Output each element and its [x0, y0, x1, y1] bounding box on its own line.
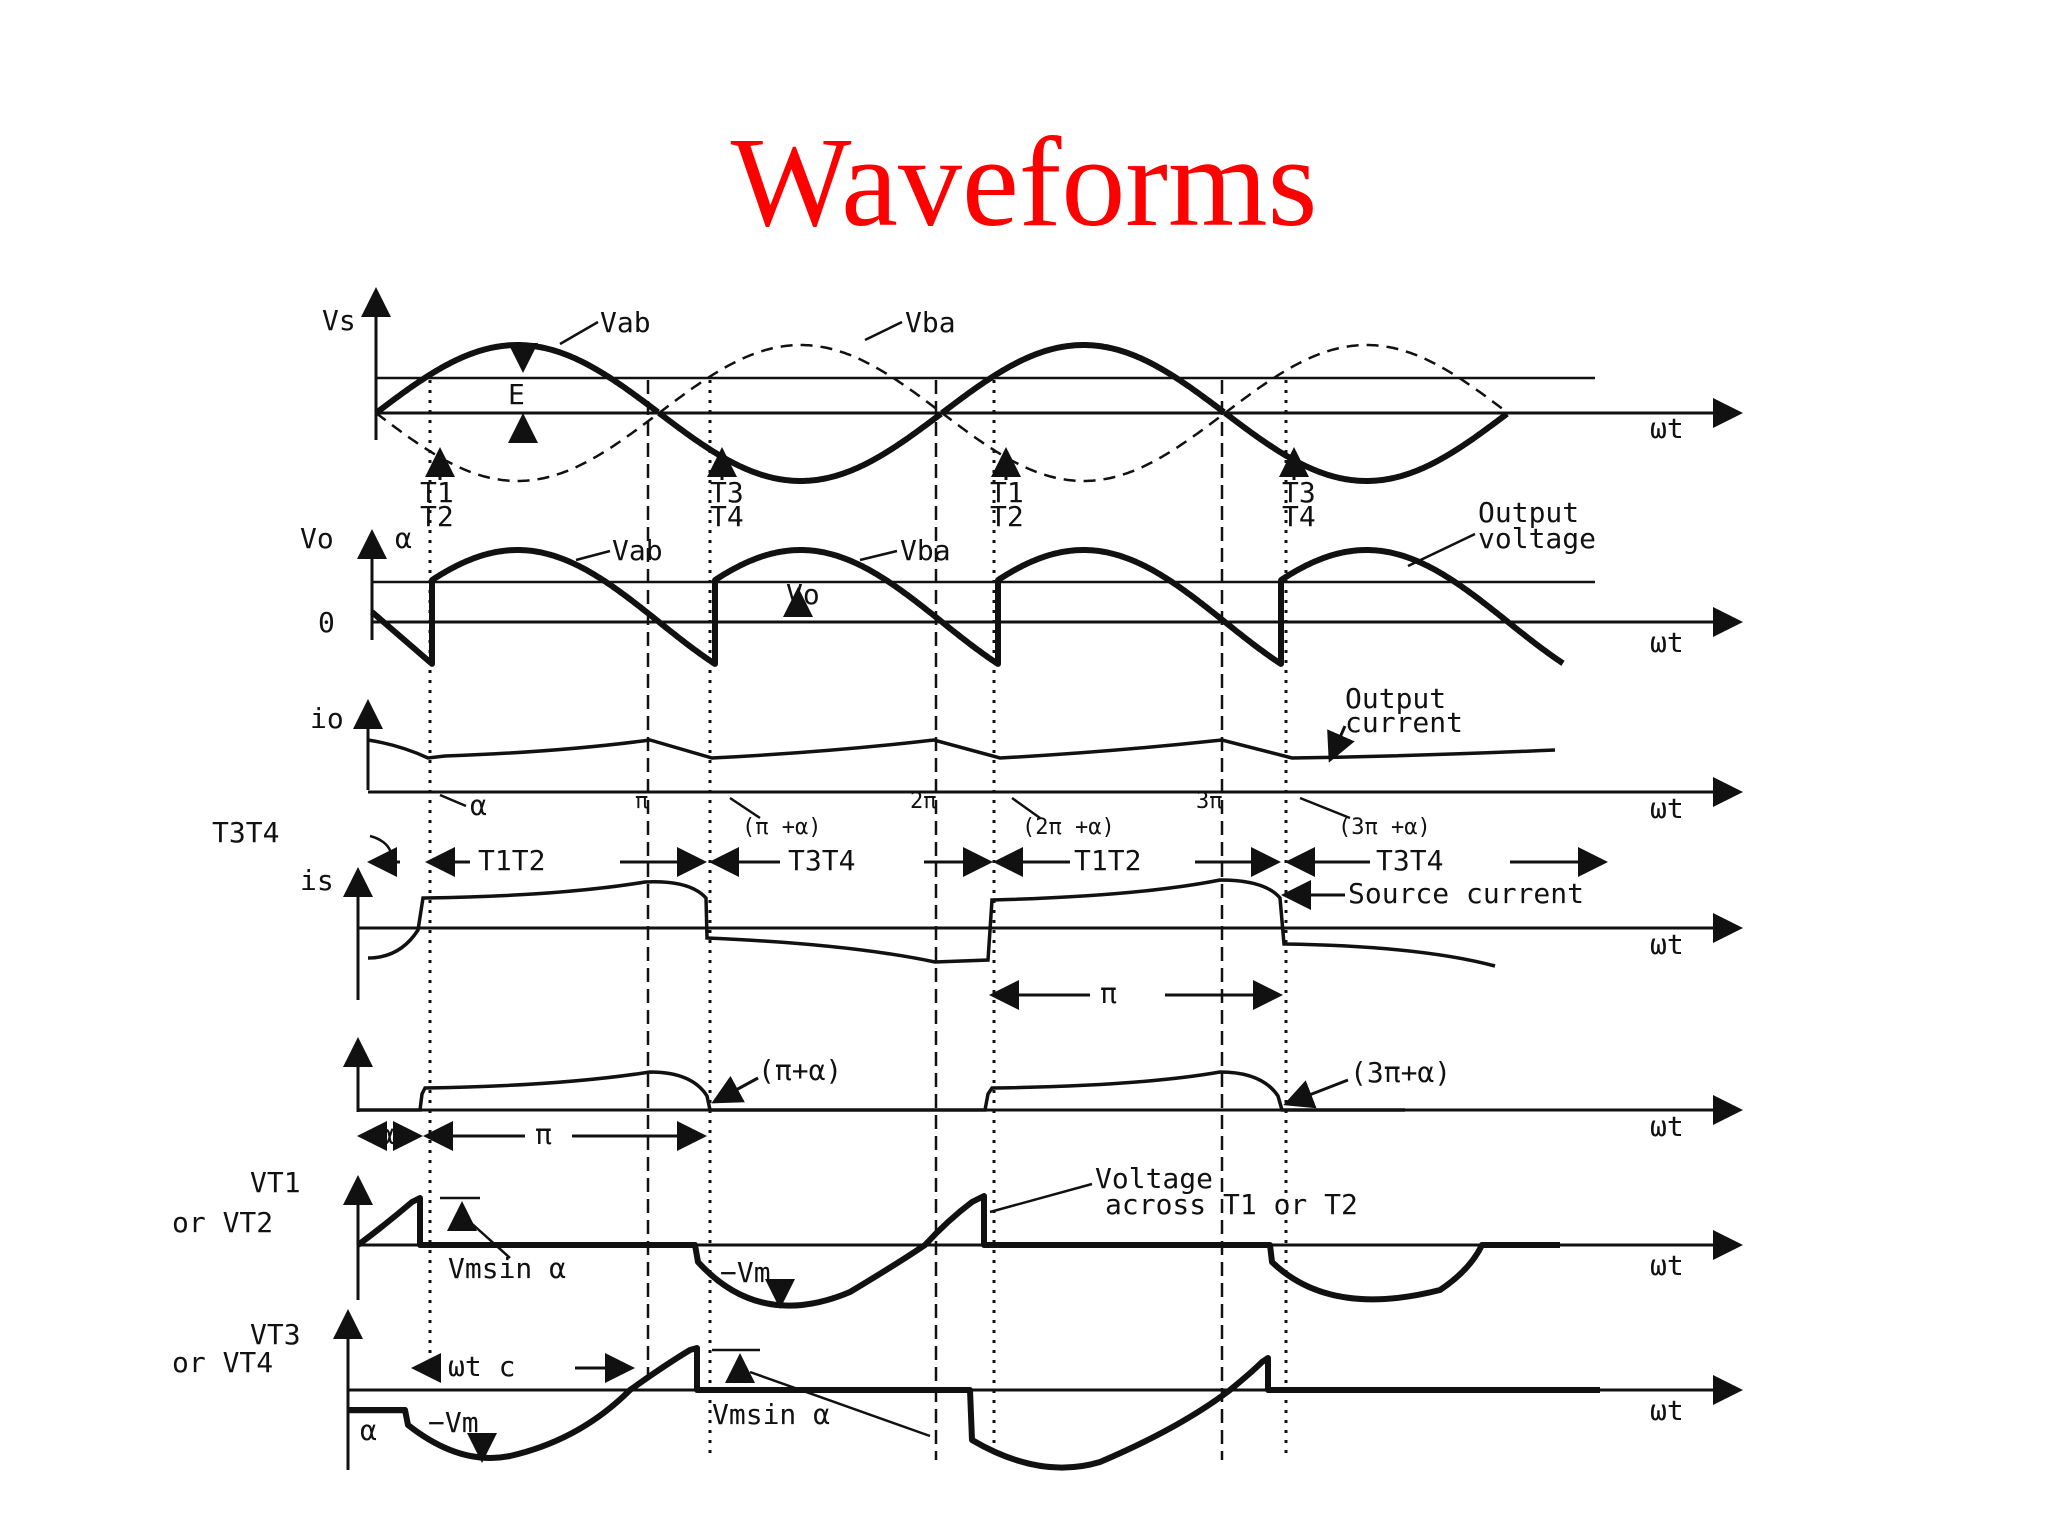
- vs-x-label: ωt: [1650, 412, 1684, 445]
- io-angle-2pi-alpha: (2π +α): [1022, 815, 1115, 840]
- vs-axis-label: Vs: [322, 304, 356, 337]
- vo-annotation-line1: Output: [1478, 496, 1579, 529]
- io-output-current-curve: [367, 738, 1556, 760]
- vt3-sin-label: Vmsin α: [712, 1398, 830, 1431]
- io-angle-3pi: 3π: [1196, 789, 1223, 814]
- is-conduction-t1t2-1: T1T2: [478, 844, 545, 877]
- panel-vo: Vo 0 α Vab Vba Vo Output voltage ωt: [300, 496, 1743, 667]
- vt1-x-label: ωt: [1650, 1249, 1684, 1282]
- vt3-sin-leader: [749, 1370, 931, 1438]
- io-angle-pi: π: [635, 789, 648, 814]
- vt3-axis-label-2: or VT4: [172, 1346, 273, 1379]
- vt1-sin-leader: [469, 1221, 511, 1259]
- vt3-x-label: ωt: [1650, 1394, 1684, 1427]
- io-x-label: ωt: [1650, 792, 1684, 825]
- vo-zero-label: 0: [318, 606, 335, 639]
- is-period-label: π: [1100, 977, 1117, 1010]
- vo-annotation-line2: voltage: [1478, 522, 1596, 555]
- vs-vba-label: Vba: [905, 306, 956, 339]
- io-annotation-line2: current: [1345, 706, 1463, 739]
- vs-vab-label: Vab: [600, 306, 651, 339]
- vt1-annotation-leader: [989, 1182, 1093, 1214]
- vo-annotation-leader: [1407, 532, 1476, 568]
- vt3-voltage-curve: [348, 1345, 1600, 1471]
- gate-label-t4-b: T4: [1282, 500, 1316, 533]
- vo-vab-leader: [575, 549, 611, 562]
- vt3-neg-label: −Vm: [428, 1406, 479, 1439]
- gate-label-t2-b: T2: [990, 500, 1024, 533]
- is-pre-label: T3T4: [212, 816, 279, 849]
- vt1-axis-label-2: or VT2: [172, 1206, 273, 1239]
- io-angle-2pi: 2π: [910, 789, 937, 814]
- vo-avg-label: Vo: [786, 578, 820, 611]
- is-conduction-t3t4-1: T3T4: [788, 844, 855, 877]
- it-label-pi-alpha: (π+α): [758, 1054, 842, 1087]
- panel-vt1: VT1 or VT2 Voltage across T1 or T2 Vmsin…: [172, 1162, 1743, 1309]
- is-source-current-curve: [367, 878, 1496, 968]
- vo-x-label: ωt: [1650, 626, 1684, 659]
- it-thyristor-current-curve: [358, 1070, 1405, 1112]
- vt1-sin-label: Vmsin α: [448, 1252, 566, 1285]
- vo-axis-label: Vo: [300, 522, 334, 555]
- io-angle-alpha: α: [470, 789, 487, 822]
- io-leader-pi-alpha: [729, 796, 761, 820]
- vs-vba-leader: [864, 320, 903, 342]
- io-angle-3pi-alpha: (3π +α): [1338, 815, 1431, 840]
- vo-vba-leader: [859, 549, 898, 562]
- vo-vba-label: Vba: [900, 534, 951, 567]
- vt3-axis-label-1: VT3: [250, 1318, 301, 1351]
- io-annotation-line1: Output: [1345, 682, 1446, 715]
- is-axis-label: is: [300, 864, 334, 897]
- gate-label-t1-b: T1: [990, 476, 1024, 509]
- vt3-alpha-label: α: [360, 1414, 377, 1447]
- gate-label-t1-a: T1: [420, 476, 454, 509]
- panel-thyristor-current: (π+α) (3π+α) α π ωt: [343, 1037, 1743, 1151]
- gate-label-t3-b: T3: [1282, 476, 1316, 509]
- vt3-wtc-label: ωt c: [448, 1350, 515, 1383]
- slide-title: Waveforms: [730, 111, 1318, 253]
- vo-vab-label: Vab: [612, 534, 663, 567]
- it-period-label: π: [535, 1118, 552, 1151]
- io-leader-alpha: [439, 793, 467, 808]
- panel-vt3: VT3 or VT4 ωt c −Vm α Vmsin α ωt: [172, 1309, 1743, 1471]
- io-leader-2pi-alpha: [1011, 796, 1041, 820]
- panel-io: io Output current α π (π +α) 2π (2π +α) …: [310, 682, 1743, 840]
- io-annotation-leader: [1327, 725, 1355, 763]
- gate-label-t2-a: T2: [420, 500, 454, 533]
- gate-label-t4-a: T4: [710, 500, 744, 533]
- vs-e-label: E: [508, 378, 525, 411]
- reference-lines: [428, 380, 1288, 1460]
- vo-alpha-label: α: [395, 522, 412, 555]
- it-label-3pi-alpha: (3π+α): [1350, 1056, 1451, 1089]
- is-x-label: ωt: [1650, 928, 1684, 961]
- it-leader-3pi-alpha: [1283, 1078, 1349, 1109]
- it-alpha-label: α: [378, 1118, 395, 1151]
- vt1-annotation-line2: across T1 or T2: [1105, 1188, 1358, 1221]
- panel-is: is T3T4 T1T2 T3T4 T1T2 T3T4 Source curre…: [212, 816, 1743, 1010]
- io-axis-label: io: [310, 702, 344, 735]
- vt1-voltage-curve: [356, 1193, 1560, 1309]
- is-pre-leader: [369, 834, 394, 861]
- panel-vs: Vs Vab Vba E T1 T2 T3 T4 T1 T2 T3 T4 ωt: [322, 287, 1743, 533]
- it-x-label: ωt: [1650, 1110, 1684, 1143]
- is-conduction-t1t2-2: T1T2: [1074, 844, 1141, 877]
- is-conduction-t3t4-2: T3T4: [1376, 844, 1443, 877]
- is-annotation: Source current: [1348, 877, 1584, 910]
- vt1-axis-label-1: VT1: [250, 1166, 301, 1199]
- vt1-annotation-line1: Voltage: [1095, 1162, 1213, 1195]
- it-leader-pi-alpha: [711, 1075, 759, 1104]
- vo-output-voltage-curve: [370, 547, 1565, 667]
- vs-vab-leader: [559, 320, 599, 346]
- io-leader-3pi-alpha: [1299, 796, 1351, 820]
- io-angle-pi-alpha: (π +α): [742, 815, 821, 840]
- vt1-neg-label: −Vm: [720, 1256, 771, 1289]
- gate-label-t3-a: T3: [710, 476, 744, 509]
